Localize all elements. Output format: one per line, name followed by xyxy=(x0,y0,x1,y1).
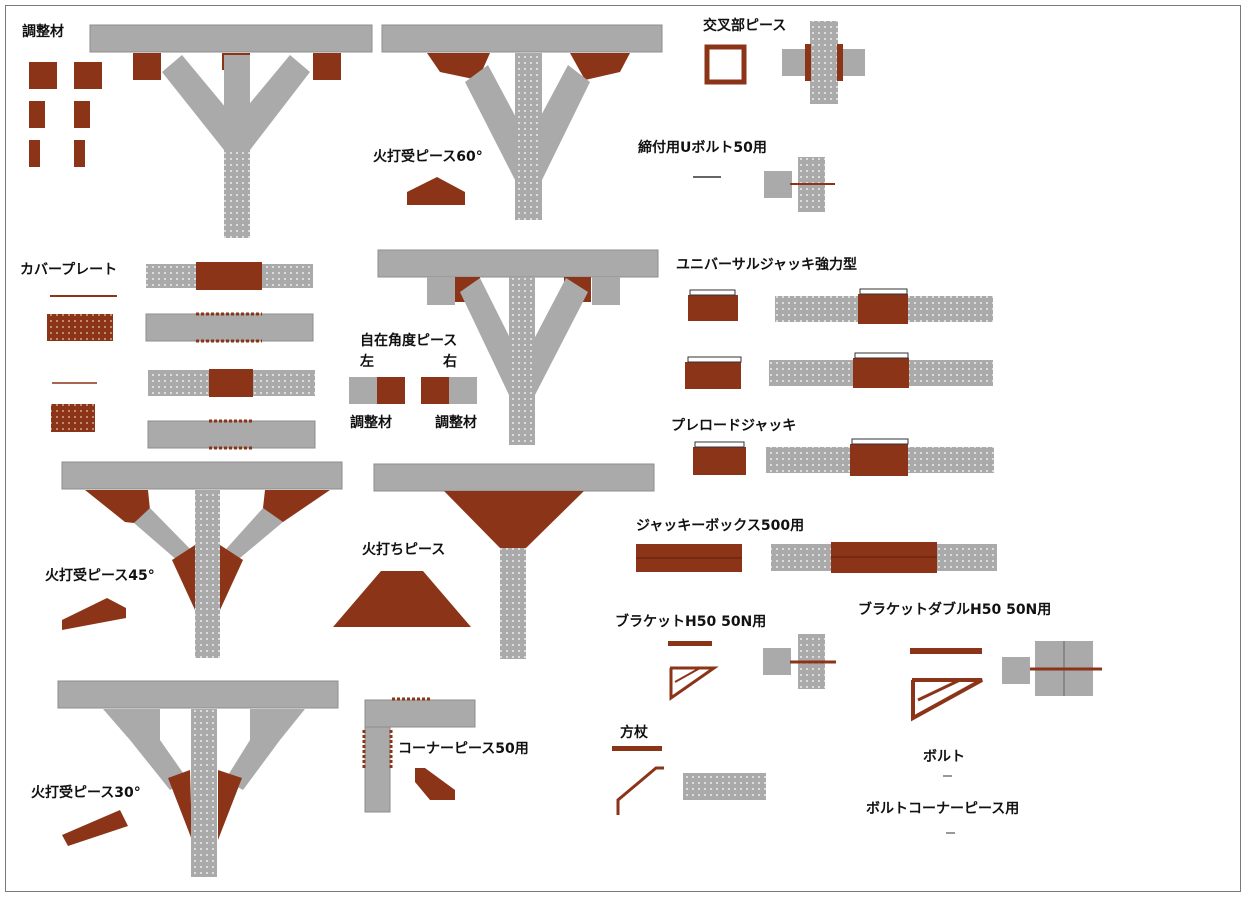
label-hiuchi-piece: 火打ちピース xyxy=(362,542,446,558)
label-hiuchi-45: 火打受ピース45° xyxy=(45,568,155,584)
label-bolt-corner: ボルトコーナーピース用 xyxy=(866,801,1020,817)
y-piece-45 xyxy=(61,461,343,658)
preload-jacks xyxy=(693,438,994,476)
jack-box xyxy=(636,542,997,573)
label-left: 左 xyxy=(360,354,374,370)
label-hiuchi-60: 火打受ピース60° xyxy=(373,149,483,165)
label-adjuster-top: 調整材 xyxy=(22,24,64,40)
label-cover-plate: カバープレート xyxy=(20,262,118,278)
y-piece-60 xyxy=(381,24,663,220)
u-bolt-part xyxy=(693,157,835,212)
label-corner-piece: コーナーピース50用 xyxy=(398,741,529,757)
universal-jacks xyxy=(685,288,993,389)
post-part xyxy=(612,746,766,815)
label-adjuster-right: 調整材 xyxy=(435,415,477,431)
hiuchi-piece xyxy=(333,463,655,659)
y-piece-30 xyxy=(57,680,339,877)
corner-piece xyxy=(362,697,476,813)
label-cross-piece: 交叉部ピース xyxy=(703,18,787,34)
label-adjuster-left: 調整材 xyxy=(350,415,392,431)
label-universal-jack: ユニバーサルジャッキ強力型 xyxy=(676,257,858,273)
bolt-marks xyxy=(943,775,955,834)
label-jack-box: ジャッキーボックス500用 xyxy=(636,518,805,534)
label-bolt: ボルト xyxy=(923,749,965,765)
bracket-part xyxy=(668,634,836,701)
label-preload-jack: プレロードジャッキ xyxy=(671,418,797,434)
cover-plates xyxy=(47,262,316,450)
bracket-double-part xyxy=(910,641,1102,722)
y-piece-top-left xyxy=(89,24,373,238)
label-free-angle: 自在角度ピース xyxy=(360,333,458,349)
label-right: 右 xyxy=(443,354,457,370)
label-post: 方杖 xyxy=(620,725,648,741)
cross-piece xyxy=(704,21,865,104)
label-u-bolt: 締付用Uボルト50用 xyxy=(638,140,767,156)
free-angle-blocks xyxy=(349,377,477,404)
drawing-frame xyxy=(5,5,1241,892)
label-hiuchi-30: 火打受ピース30° xyxy=(31,785,141,801)
free-angle-y-piece xyxy=(377,249,659,445)
label-bracket: ブラケットH50 50N用 xyxy=(615,614,767,630)
label-bracket-double: ブラケットダブルH50 50N用 xyxy=(858,602,1052,618)
adjuster-blocks xyxy=(29,62,102,167)
